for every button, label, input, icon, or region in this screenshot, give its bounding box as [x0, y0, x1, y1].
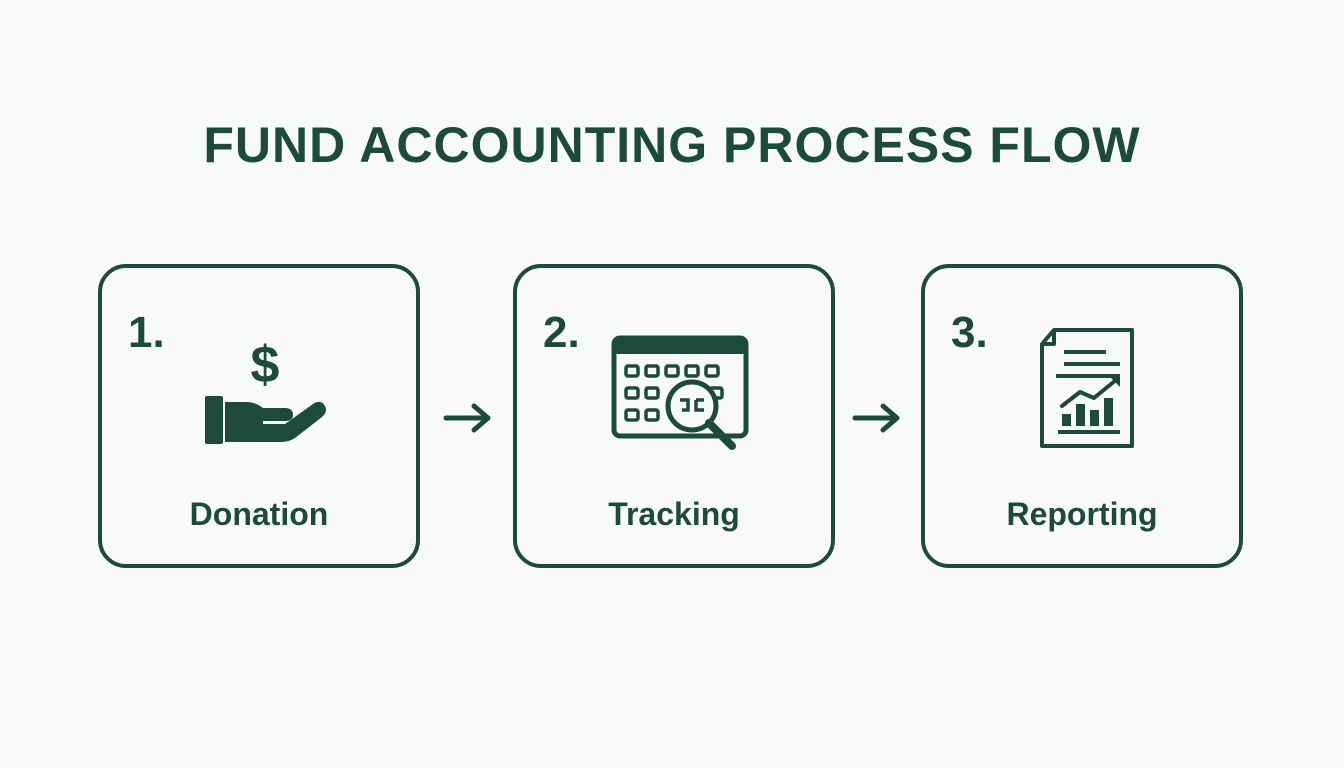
step-label: Reporting	[1006, 496, 1158, 532]
arrow-right-icon	[442, 400, 494, 436]
svg-text:$: $	[251, 336, 280, 394]
step-number: 2.	[543, 308, 580, 357]
step-tracking: 2. Tracking	[513, 264, 835, 568]
calendar-magnifier-icon	[604, 324, 752, 454]
donation-hand-dollar-icon: $	[189, 324, 337, 454]
step-reporting: 3. Reporting	[921, 264, 1243, 568]
report-chart-icon	[1012, 324, 1160, 454]
step-label: Donation	[189, 496, 329, 532]
step-number: 3.	[951, 308, 988, 357]
step-number: 1.	[128, 308, 165, 357]
step-label: Tracking	[608, 496, 740, 532]
arrow-right-icon	[851, 400, 903, 436]
step-donation: 1. $ Donation	[98, 264, 420, 568]
diagram-title: FUND ACCOUNTING PROCESS FLOW	[203, 117, 1141, 173]
